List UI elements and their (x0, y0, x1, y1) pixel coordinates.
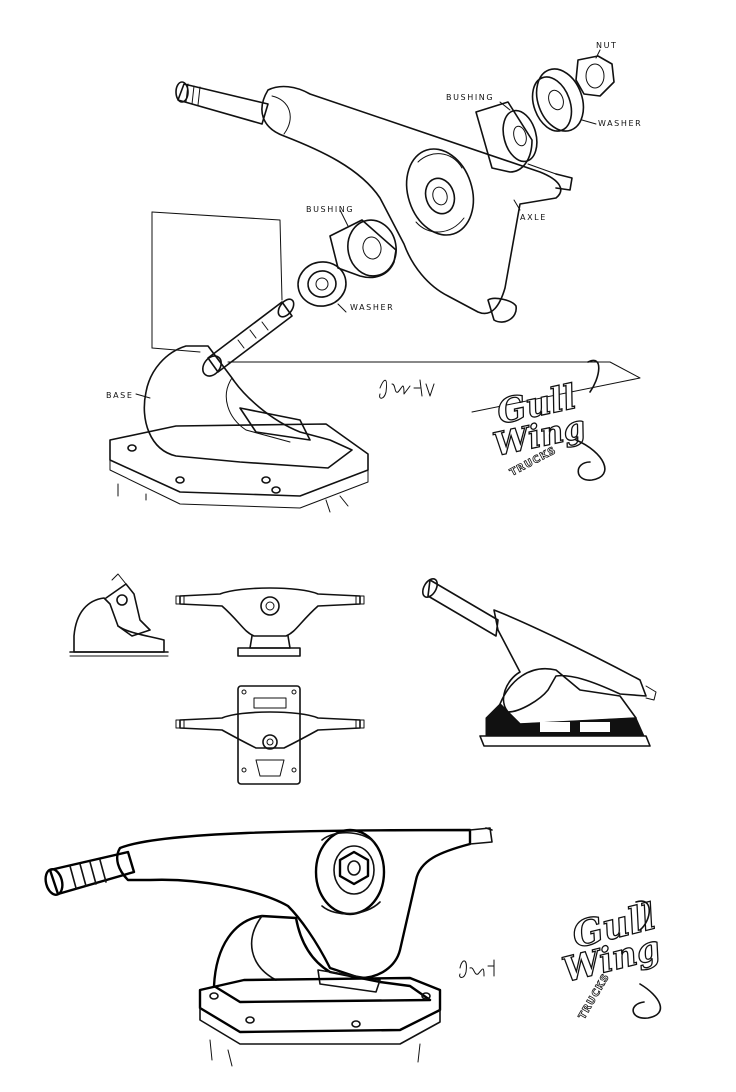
washer-top-part (531, 68, 585, 132)
washer-lower-part (297, 261, 347, 307)
base-part (109, 298, 369, 513)
perspective-view-small (421, 578, 657, 747)
hanger-exploded (175, 81, 573, 323)
nut-part (575, 55, 615, 97)
top-view (175, 685, 365, 785)
gullwing-logo-top: Gull Wing TRUCKS (489, 359, 606, 481)
leader-lines (135, 49, 601, 399)
front-view (175, 587, 365, 657)
label-bushing-top: BUSHING (446, 93, 494, 102)
perspective-view-large (44, 827, 493, 1067)
artist-signature-bottom (459, 959, 495, 978)
label-base: BASE (106, 391, 134, 400)
bushing-lower-part (329, 219, 397, 279)
part-labels: NUT BUSHING WASHER AXLE BUSHING WASHER B… (106, 41, 642, 400)
exploded-view: NUT BUSHING WASHER AXLE BUSHING WASHER B… (106, 41, 642, 513)
bushing-top-part (475, 101, 538, 173)
label-nut: NUT (596, 41, 618, 50)
artist-signature-top (379, 379, 435, 399)
label-washer-top: WASHER (598, 119, 642, 128)
label-washer-lower: WASHER (350, 303, 394, 312)
label-bushing-lower: BUSHING (306, 205, 354, 214)
side-view (69, 573, 169, 657)
gullwing-logo-bottom: Gull Wing TRUCKS (558, 895, 665, 1022)
paper-sheet (151, 211, 641, 413)
label-axle: AXLE (520, 213, 547, 222)
